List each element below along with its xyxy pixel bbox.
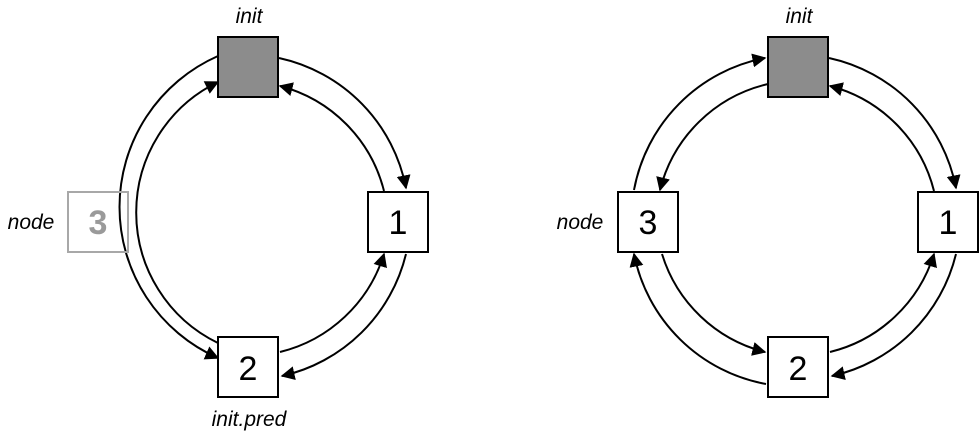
edge-init-to-1	[278, 57, 411, 190]
edge-1-to-2	[280, 253, 407, 381]
right-ring: 1 2 3 init node	[557, 5, 979, 398]
edge-r-1-to-2	[830, 253, 957, 381]
left-init-label: init	[236, 5, 264, 28]
edge-r-init-to-3	[656, 83, 769, 192]
left-node-label: node	[8, 211, 55, 234]
node-1-label: 1	[389, 204, 408, 242]
ghost-node-3-label: 3	[89, 204, 108, 242]
ghost-node-3	[67, 191, 129, 253]
edge-r-init-to-1	[828, 57, 961, 190]
left-ring: 1 2 3 init node init.pred	[8, 5, 429, 431]
edge-1-to-init	[278, 82, 385, 192]
r-node-2-label: 2	[789, 350, 808, 388]
node-1	[367, 191, 429, 253]
edge-r-3-to-2	[661, 253, 767, 356]
r-init-node	[767, 36, 829, 98]
node-2	[217, 336, 279, 398]
right-node-label: node	[557, 211, 604, 234]
right-init-label: init	[786, 5, 814, 28]
r-node-3	[617, 191, 679, 253]
edge-2-to-init	[135, 81, 220, 344]
edge-r-2-to-3	[629, 252, 767, 385]
init-node	[217, 36, 279, 98]
edge-2-to-1	[279, 252, 387, 353]
edge-r-3-to-init	[633, 53, 767, 191]
edge-init-to-2	[118, 55, 220, 360]
node-2-label: 2	[239, 350, 258, 388]
left-pred-label: init.pred	[212, 408, 288, 431]
r-node-1-label: 1	[939, 204, 958, 242]
edge-r-1-to-init	[828, 82, 935, 192]
r-node-3-label: 3	[639, 204, 658, 242]
r-node-1	[917, 191, 979, 253]
edge-r-2-to-1	[829, 252, 937, 353]
r-node-2	[767, 336, 829, 398]
